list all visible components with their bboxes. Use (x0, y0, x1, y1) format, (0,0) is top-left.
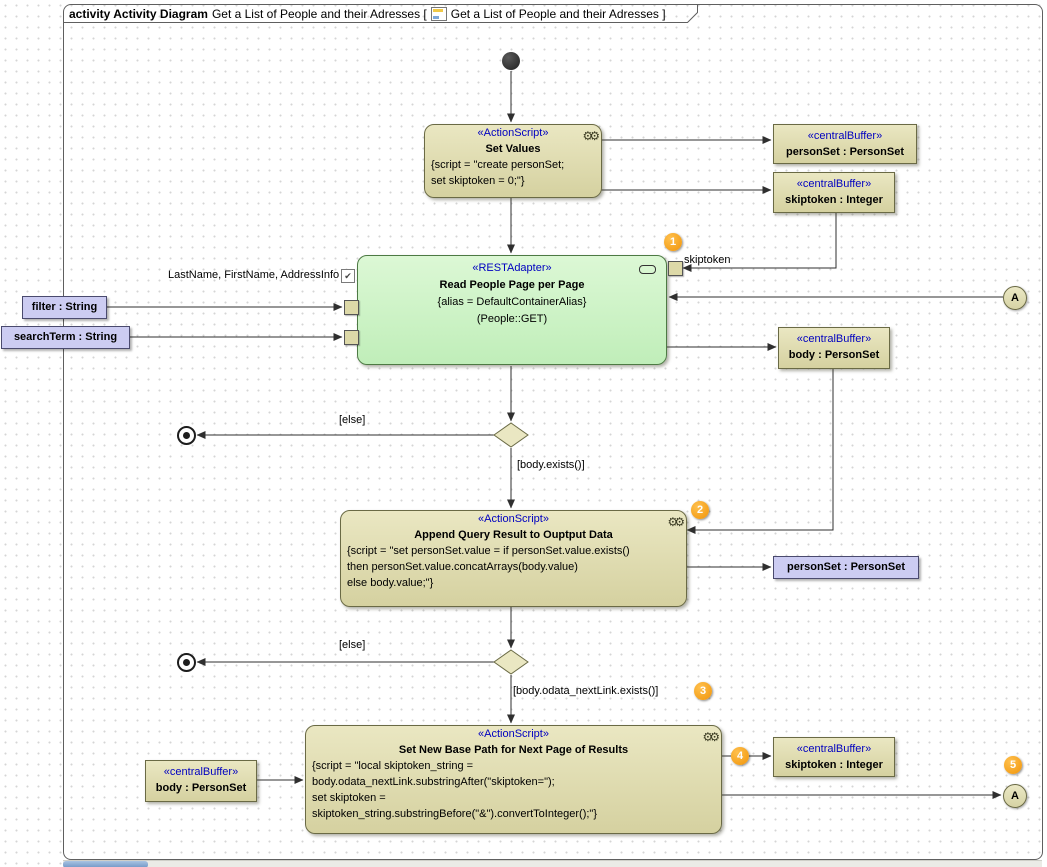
param-searchterm[interactable]: searchTerm : String (1, 326, 130, 349)
initial-node[interactable] (502, 52, 520, 70)
horizontal-scrollbar[interactable] (63, 860, 1042, 867)
connector-a-bottom[interactable]: A (1003, 784, 1027, 808)
buffer-name: skiptoken : Integer (785, 194, 883, 206)
action-name: Set New Base Path for Next Page of Resul… (398, 744, 629, 756)
connector-label: A (1011, 790, 1019, 802)
horizontal-scrollbar-thumb[interactable] (63, 861, 148, 867)
param-filter[interactable]: filter : String (22, 296, 107, 319)
frame-title-ref: Get a List of People and their Adresses … (450, 6, 666, 21)
step-badge-5: 5 (1004, 756, 1022, 774)
connector-a-top[interactable]: A (1003, 286, 1027, 310)
object-name: personSet : PersonSet (787, 561, 905, 573)
stereotype-label: «RESTAdapter» (472, 262, 552, 274)
label-input-pins: LastName, FirstName, AddressInfo (168, 269, 340, 281)
buffer-name: skiptoken : Integer (785, 759, 883, 771)
buffer-skiptoken-bottom[interactable]: «centralBuffer» skiptoken : Integer (773, 737, 895, 777)
label-else-2: [else] (339, 639, 366, 651)
buffer-name: body : PersonSet (155, 782, 247, 794)
stereotype-label: «ActionScript» (478, 513, 549, 525)
stereotype-label: «centralBuffer» (796, 743, 872, 755)
stereotype-label: «centralBuffer» (796, 333, 872, 345)
buffer-name: personSet : PersonSet (786, 146, 904, 158)
edge-body-buffer-to-append[interactable] (686, 368, 834, 534)
connector-label: A (1011, 292, 1019, 304)
buffer-name: body : PersonSet (788, 349, 880, 361)
edge-skiptoken-buffer-to-read-people-pin[interactable] (682, 211, 837, 272)
frame-title-keyword: activity Activity Diagram (69, 6, 208, 21)
alias-line: {alias = DefaultContainerAlias} (437, 296, 587, 308)
action-script: {script = "create personSet; set skiptok… (431, 159, 565, 187)
gear-icon: ⚙⚙ (582, 129, 599, 143)
frame-title: activity Activity Diagram Get a List of … (69, 6, 666, 21)
activity-frame (63, 4, 1043, 860)
action-set-new-base-path[interactable]: ⚙⚙ «ActionScript» Set New Base Path for … (305, 725, 722, 834)
adapter-icon (639, 265, 656, 274)
activity-final-node-2[interactable] (177, 653, 196, 672)
input-pin-skiptoken[interactable] (668, 261, 683, 276)
gear-icon: ⚙⚙ (702, 730, 719, 744)
frame-tab-outline (63, 4, 698, 23)
frame-title-name: Get a List of People and their Adresses … (211, 6, 427, 21)
stereotype-label: «centralBuffer» (163, 766, 239, 778)
param-name: filter : String (31, 301, 98, 313)
action-name: Set Values (485, 143, 541, 155)
activity-final-node-1[interactable] (177, 426, 196, 445)
stereotype-label: «ActionScript» (477, 127, 549, 139)
label-skiptoken: skiptoken (684, 254, 731, 266)
step-badge-2: 2 (691, 501, 709, 519)
decision-diamond-2[interactable] (493, 649, 529, 675)
stereotype-label: «ActionScript» (478, 728, 549, 740)
input-pin-filter[interactable] (344, 300, 359, 315)
gear-icon: ⚙⚙ (667, 515, 684, 529)
label-odata-nextlink-exists: [body.odata_nextLink.exists()] (513, 685, 659, 697)
diagram-icon (430, 6, 447, 21)
label-body-exists: [body.exists()] (517, 459, 585, 471)
action-script: {script = "local skiptoken_string = body… (312, 760, 598, 820)
decision-diamond-1[interactable] (493, 422, 529, 448)
action-name: Read People Page per Page (439, 279, 585, 291)
step-badge-3: 3 (694, 682, 712, 700)
operation-line: (People::GET) (476, 313, 548, 325)
object-personset[interactable]: personSet : PersonSet (773, 556, 919, 579)
action-set-values[interactable]: ⚙⚙ «ActionScript» Set Values {script = "… (424, 124, 602, 198)
step-badge-1: 1 (664, 233, 682, 251)
param-name: searchTerm : String (13, 331, 118, 343)
label-else-1: [else] (339, 414, 366, 426)
buffer-body-right[interactable]: «centralBuffer» body : PersonSet (778, 327, 890, 369)
buffer-skiptoken-top[interactable]: «centralBuffer» skiptoken : Integer (773, 172, 895, 213)
stereotype-label: «centralBuffer» (796, 178, 872, 190)
action-append-query-result[interactable]: ⚙⚙ «ActionScript» Append Query Result to… (340, 510, 687, 607)
buffer-body-bottom[interactable]: «centralBuffer» body : PersonSet (145, 760, 257, 802)
action-script: {script = "set personSet.value = if pers… (347, 545, 630, 589)
buffer-personset-top[interactable]: «centralBuffer» personSet : PersonSet (773, 124, 917, 164)
step-badge-4: 4 (731, 747, 749, 765)
input-pin-searchterm[interactable] (344, 330, 359, 345)
checkbox-icon: ✔ (341, 269, 355, 283)
stereotype-label: «centralBuffer» (807, 130, 883, 142)
action-read-people-page[interactable]: «RESTAdapter» Read People Page per Page … (357, 255, 667, 365)
action-name: Append Query Result to Ouptput Data (414, 529, 613, 541)
